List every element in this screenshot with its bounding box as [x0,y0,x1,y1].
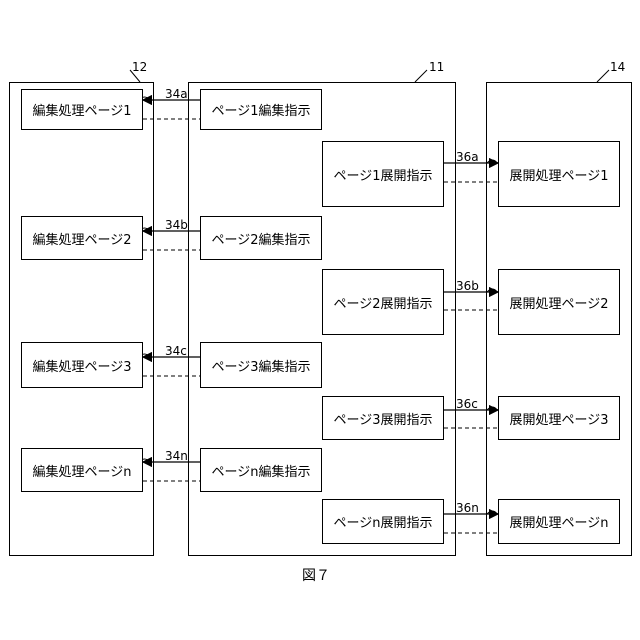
edit-instruction-box-n: ページn編集指示 [200,448,322,492]
expand-instruction-box-3: ページ3展開指示 [322,396,444,440]
expand-arrow-ref-a: 36a [456,151,479,163]
expand-page-box-1: 展開処理ページ1 [498,141,620,207]
figure-caption: 図７ [302,565,330,585]
edit-page-box-3: 編集処理ページ3 [21,342,143,388]
edit-page-box-1: 編集処理ページ1 [21,89,143,130]
expand-page-box-n: 展開処理ページn [498,499,620,544]
expand-page-box-3: 展開処理ページ3 [498,396,620,440]
expand-page-box-2: 展開処理ページ2 [498,269,620,335]
column-ref-12: 12 [132,61,147,73]
edit-instruction-box-2: ページ2編集指示 [200,216,322,260]
column-ref-11: 11 [429,61,444,73]
expand-instruction-box-2: ページ2展開指示 [322,269,444,335]
edit-arrow-ref-b: 34b [165,219,188,231]
column-ref-14: 14 [610,61,625,73]
expand-arrow-ref-n: 36n [456,502,479,514]
expand-arrow-ref-b: 36b [456,280,479,292]
edit-arrow-ref-c: 34c [165,345,187,357]
expand-instruction-box-n: ページn展開指示 [322,499,444,544]
expand-instruction-box-1: ページ1展開指示 [322,141,444,207]
edit-arrow-ref-a: 34a [165,88,188,100]
edit-page-box-n: 編集処理ページn [21,448,143,492]
expand-arrow-ref-c: 36c [456,398,478,410]
edit-instruction-box-3: ページ3編集指示 [200,342,322,388]
edit-page-box-2: 編集処理ページ2 [21,216,143,260]
edit-arrow-ref-n: 34n [165,450,188,462]
edit-instruction-box-1: ページ1編集指示 [200,89,322,130]
